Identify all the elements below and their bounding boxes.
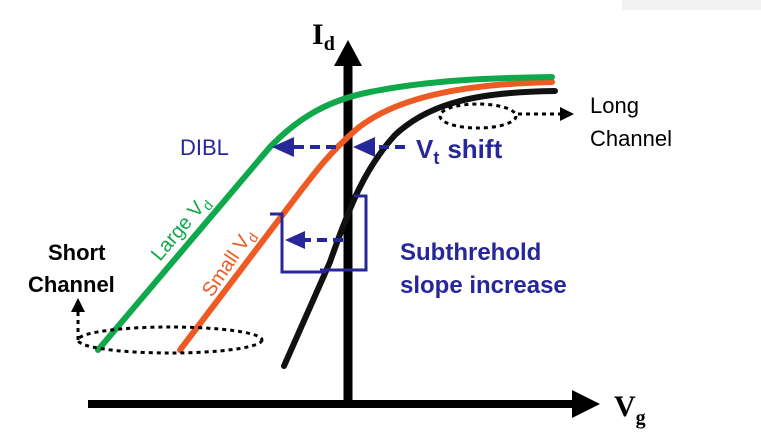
long-channel-slope-bracket [320,194,368,272]
x-axis-arrowhead [572,390,600,418]
dibl-label: DIBL [180,135,229,160]
small-vd-curve [177,79,555,353]
small-vd-slope-bracket [270,212,326,274]
vt-shift-label-rest: shift [447,134,502,164]
dibl-arrowhead [272,137,294,157]
x-axis-label: Vg [614,390,646,429]
short-channel-ellipse [76,325,264,355]
x-axis-label-main: V [614,390,636,423]
vt-shift-arrowhead [353,137,375,157]
short-channel-label-line1: Short [48,240,106,265]
y-axis-label: Id [312,18,335,55]
short-channel-pointer-arrowhead [71,298,85,312]
long-channel-curve [281,88,558,369]
long-channel-label-line1: Long [590,93,639,118]
vt-shift-label-sub: t [433,148,439,168]
small-vd-label: Small Vd [198,225,262,303]
x-axis-label-sub: g [636,407,646,429]
vt-shift-label-main: V [416,134,434,164]
y-axis-label-sub: d [324,33,335,55]
large-vd-curve [95,74,555,353]
subthreshold-label-line1: Subthrehold [400,239,541,266]
y-axis-label-main: I [312,18,324,51]
corner-panel [622,0,761,10]
long-channel-label-line2: Channel [590,126,672,151]
long-channel-pointer-arrowhead [560,107,574,121]
subthreshold-label-line2: slope increase [400,272,567,299]
y-axis-arrowhead [334,40,362,66]
short-channel-label-line2: Channel [28,272,115,297]
slope-shift-arrowhead [285,231,305,249]
long-channel-ellipse [438,102,518,130]
